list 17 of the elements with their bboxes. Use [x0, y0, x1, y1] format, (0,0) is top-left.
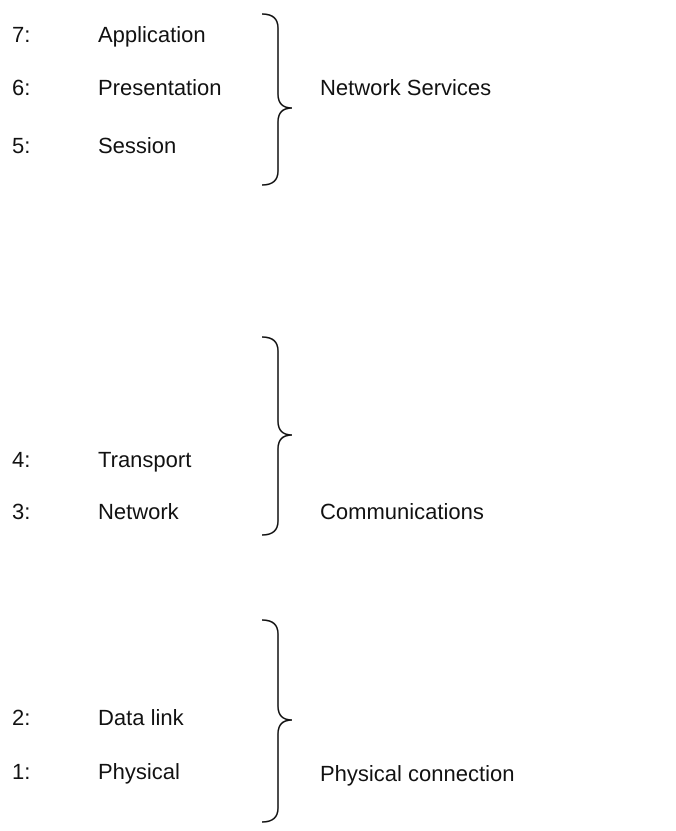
layer-name: Session [98, 133, 176, 159]
layer-number: 4: [12, 447, 30, 473]
layer-name: Network [98, 499, 179, 525]
layer-number: 3: [12, 499, 30, 525]
layer-number: 1: [12, 759, 30, 785]
layer-name: Application [98, 22, 206, 48]
layer-number: 7: [12, 22, 30, 48]
layer-name: Presentation [98, 75, 222, 101]
group-label: Communications [320, 499, 484, 525]
layer-number: 2: [12, 705, 30, 731]
group-label: Physical connection [320, 761, 514, 787]
layer-name: Physical [98, 759, 180, 785]
layer-name: Transport [98, 447, 192, 473]
layer-name: Data link [98, 705, 184, 731]
layer-number: 5: [12, 133, 30, 159]
layer-number: 6: [12, 75, 30, 101]
group-label: Network Services [320, 75, 492, 101]
